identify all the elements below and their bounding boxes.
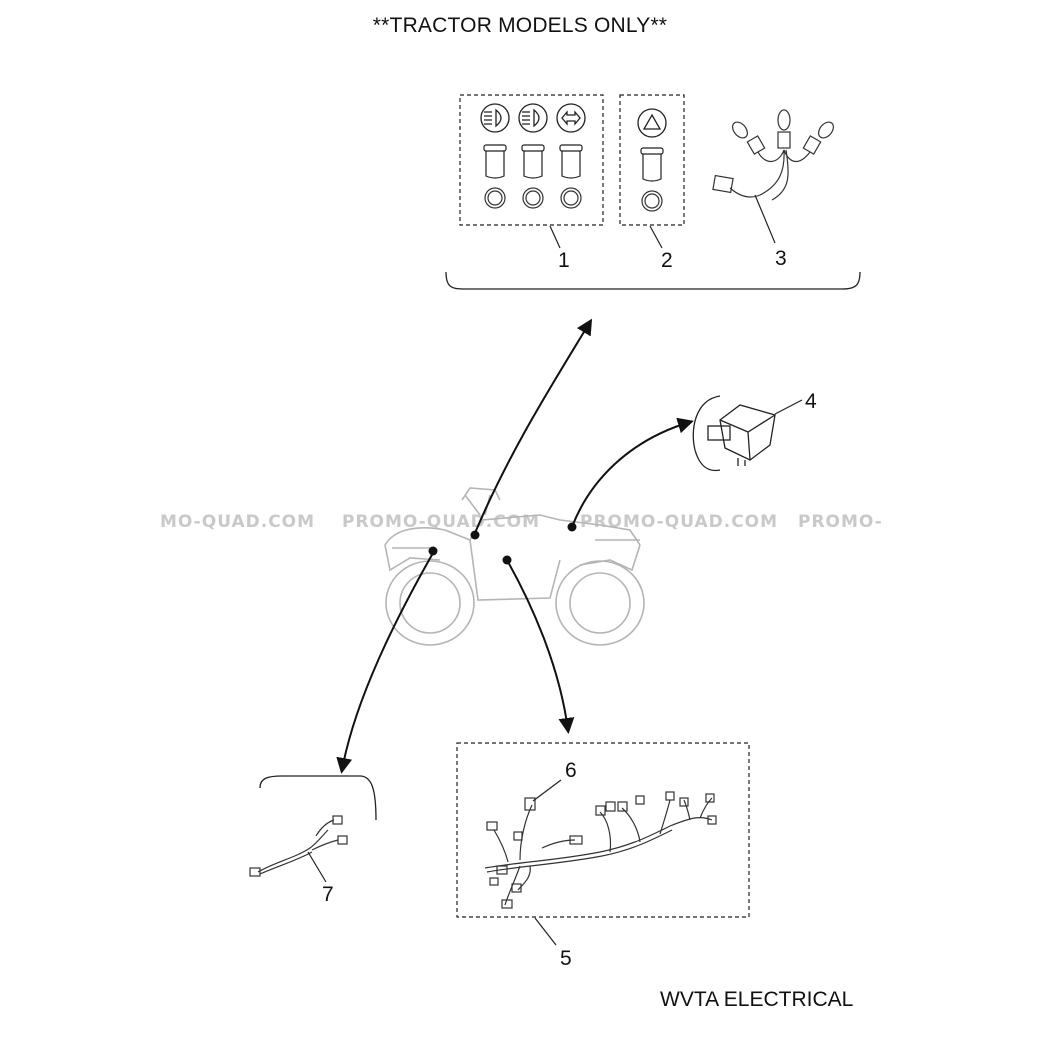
- group-brace: [445, 271, 861, 290]
- watermark-text: PROMO-QUAD.COM: [342, 512, 541, 532]
- callout-6: 6: [565, 759, 577, 782]
- bulb-sleeve: [640, 147, 664, 182]
- bulb-harness: [712, 109, 834, 201]
- callout-2: 2: [661, 249, 673, 272]
- turn-signal-icon: [556, 103, 586, 133]
- callout-1: 1: [558, 249, 570, 272]
- leader-line: [549, 194, 776, 249]
- main-harness-box: [456, 742, 750, 918]
- watermark-text: PROMO-QUAD.COM: [580, 512, 779, 532]
- leader-line: [774, 399, 803, 415]
- relay: [707, 404, 776, 466]
- headlight-high-beam-icon: [518, 103, 548, 133]
- retaining-ring: [641, 190, 663, 212]
- kit-1-box: [459, 94, 604, 226]
- callout-3: 3: [775, 247, 787, 270]
- bulb-sleeve: [483, 144, 583, 179]
- leader-line: [532, 779, 562, 802]
- callout-7: 7: [322, 883, 334, 906]
- small-wire-harness: [249, 815, 348, 877]
- diagram-caption: WVTA ELECTRICAL: [660, 988, 854, 1011]
- watermark-text: MO-QUAD.COM: [160, 512, 316, 532]
- leader-line: [307, 851, 327, 883]
- group-brace: [259, 775, 377, 821]
- attachment-point: [428, 522, 577, 565]
- watermark-text: PROMO-: [798, 512, 883, 532]
- leader-line: [534, 917, 557, 946]
- retaining-ring: [484, 187, 582, 209]
- page-title: **TRACTOR MODELS ONLY**: [372, 14, 668, 37]
- pointer-arrow: [336, 318, 694, 774]
- atv-illustration: [384, 487, 645, 646]
- group-brace: [692, 395, 721, 472]
- main-wire-harness: [484, 791, 717, 909]
- headlight-low-beam-icon: [480, 103, 510, 133]
- callout-4: 4: [805, 390, 817, 413]
- kit-2-box: [619, 94, 685, 226]
- hazard-triangle-icon: [637, 108, 667, 138]
- callout-5: 5: [560, 947, 572, 970]
